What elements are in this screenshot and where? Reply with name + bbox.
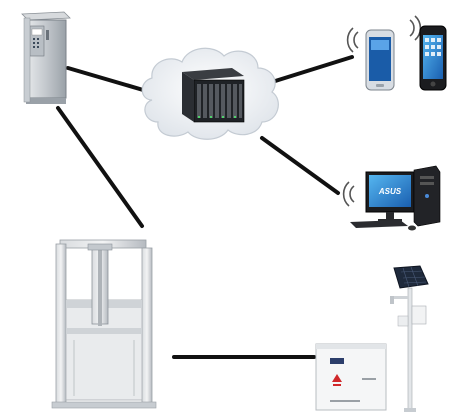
desktop-brand-text: ASUS — [378, 187, 402, 196]
connection-lines — [56, 55, 354, 359]
link-cabinet-cloud — [66, 66, 152, 94]
control-box-icon — [315, 343, 387, 411]
outdoor-control-cabinet-icon — [21, 11, 71, 104]
cloud-server-icon — [141, 47, 279, 140]
link-cloud-phones — [270, 55, 354, 84]
solar-monitoring-pole-icon — [390, 265, 429, 412]
wifi-signal-icon — [346, 15, 422, 53]
sluice-gate-icon — [51, 239, 157, 409]
desktop-computer-icon: ASUS — [342, 165, 441, 231]
link-cloud-desktop — [260, 136, 340, 195]
smartphone-pair-icon — [346, 15, 447, 91]
link-cabinet-gate — [56, 106, 144, 228]
wifi-signal-icon — [342, 181, 355, 207]
